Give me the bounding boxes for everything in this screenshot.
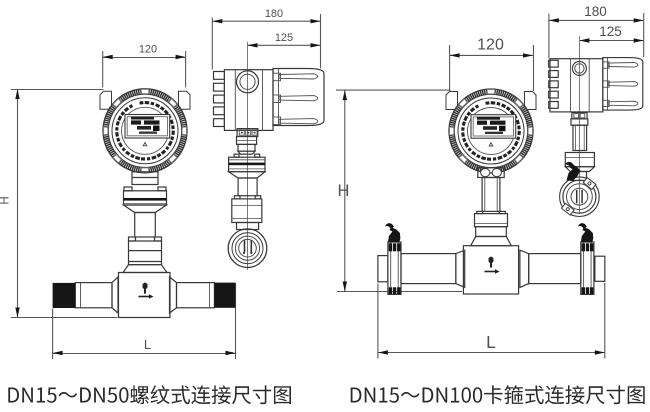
svg-text:H: H <box>0 196 12 204</box>
svg-text:180: 180 <box>265 8 283 20</box>
svg-text:180: 180 <box>584 4 607 19</box>
svg-text:125: 125 <box>599 24 622 39</box>
svg-text:120: 120 <box>477 37 504 54</box>
svg-text:120: 120 <box>139 44 157 56</box>
svg-text:L: L <box>144 337 151 352</box>
svg-text:125: 125 <box>275 32 293 44</box>
svg-text:L: L <box>486 332 496 352</box>
svg-text:H: H <box>338 182 350 200</box>
